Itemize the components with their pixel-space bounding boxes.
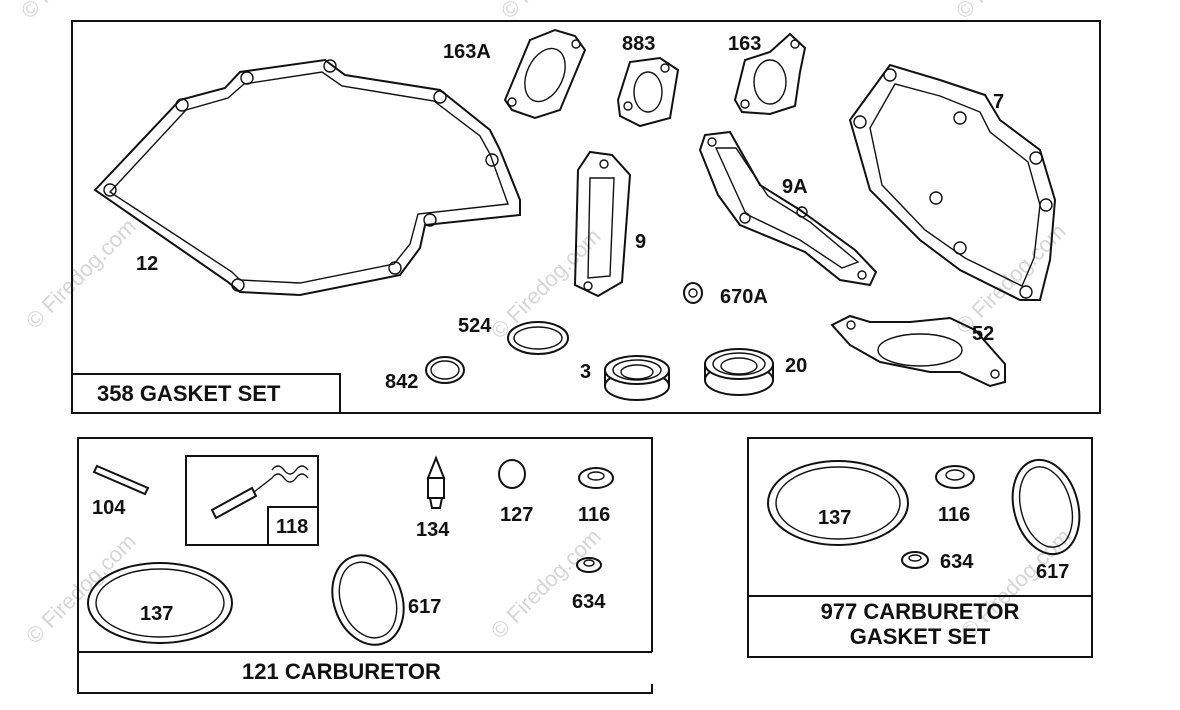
part-label: 3 — [580, 361, 591, 383]
part-104-pin — [92, 464, 150, 496]
part-842-ring — [425, 356, 465, 384]
part-label: 670A — [720, 286, 768, 308]
part-3-oil-seal — [604, 355, 670, 401]
part-524-ring — [507, 321, 569, 355]
part-20-oil-seal — [704, 348, 774, 396]
part-634-washer — [901, 551, 929, 569]
part-137-gasket — [767, 460, 909, 546]
watermark: © Firedog.com — [486, 224, 606, 344]
part-670a-washer — [683, 282, 703, 304]
part-134-needle — [426, 455, 446, 509]
part-118-needle-kit — [185, 455, 319, 546]
part-9a-gasket — [698, 130, 878, 287]
part-label: 12 — [136, 253, 158, 275]
part-label: 7 — [993, 91, 1004, 113]
part-634-washer — [576, 557, 602, 573]
panel-title: 358 GASKET SET — [97, 381, 281, 406]
part-label: 127 — [500, 504, 533, 526]
part-137-gasket — [87, 562, 233, 644]
part-617-gasket — [331, 554, 405, 646]
carb-gasket-set-panel: 977 CARBURETOR GASKET SET 137 116 634 61… — [747, 437, 1093, 658]
panel-title: 121 CARBURETOR — [242, 659, 441, 684]
part-163-gasket — [733, 32, 807, 116]
part-label: 524 — [458, 315, 492, 337]
gasket-set-panel: 358 GASKET SET 12 163A 883 — [71, 20, 1101, 414]
part-label: 20 — [785, 355, 807, 377]
part-9-gasket — [573, 150, 632, 298]
part-label: 634 — [572, 591, 606, 613]
title-box — [72, 373, 341, 413]
watermark: © Firedog.com — [486, 524, 606, 644]
part-label: 104 — [92, 497, 126, 519]
part-label: 634 — [940, 551, 974, 573]
part-label: 9 — [635, 231, 646, 253]
part-label: 118 — [276, 516, 308, 538]
part-52-gasket — [830, 314, 1006, 388]
part-116-washer — [578, 467, 614, 489]
part-116-washer — [935, 465, 975, 489]
part-label: 52 — [972, 323, 994, 345]
panel-border — [71, 20, 1101, 414]
part-label: 137 — [140, 603, 173, 625]
carburetor-panel: 121 CARBURETOR 104 118 134 127 — [77, 437, 653, 694]
panel-title-line1: 977 CARBURETOR — [821, 599, 1020, 624]
part-7-head-gasket — [848, 63, 1057, 301]
panel-border — [77, 437, 653, 694]
part-617-gasket — [1011, 458, 1081, 556]
part-label: 9A — [782, 176, 808, 198]
part-label: 116 — [938, 504, 970, 526]
part-label: 163A — [443, 41, 491, 63]
part-label: 617 — [408, 596, 441, 618]
panel-title-line2: GASKET SET — [850, 624, 991, 649]
part-label: 116 — [578, 504, 610, 526]
part-label: 137 — [818, 507, 851, 529]
part-127-plug — [498, 459, 526, 489]
part-label: 163 — [728, 33, 761, 55]
part-12-crankcase-gasket — [93, 58, 521, 297]
part-label: 842 — [385, 371, 418, 393]
panel-border — [747, 437, 1093, 658]
part-label: 134 — [416, 519, 450, 541]
watermark: © Firedog.com — [21, 214, 141, 334]
part-163a-gasket — [503, 28, 587, 120]
part-label: 617 — [1036, 561, 1069, 583]
part-883-gasket — [616, 56, 680, 128]
part-label: 883 — [622, 33, 655, 55]
